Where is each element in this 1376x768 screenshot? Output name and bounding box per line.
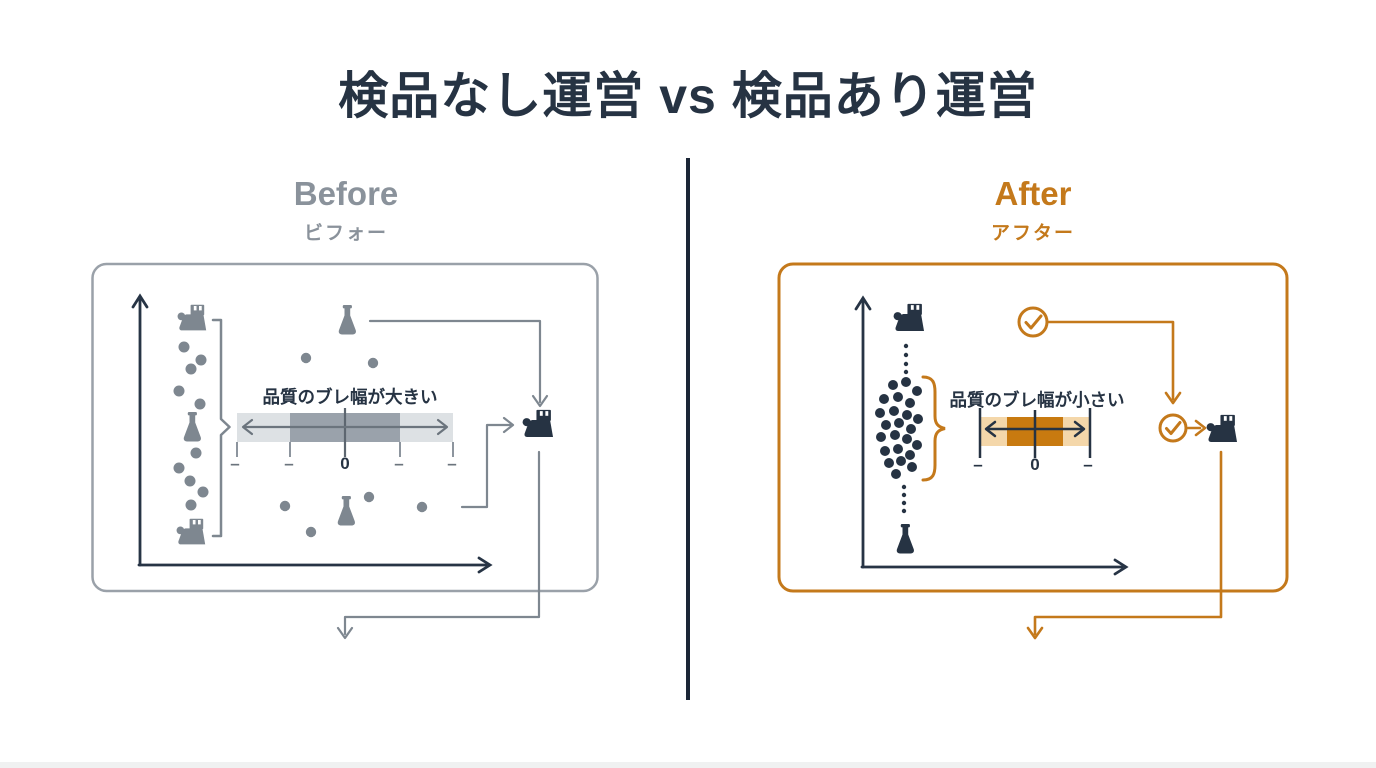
arrowhead-down-icon [531, 394, 549, 408]
flow-top-to-factory [368, 319, 542, 404]
tick-label: – [447, 454, 456, 473]
factory-icon [177, 304, 207, 331]
flask-icon [896, 524, 914, 554]
before-heading: Before [293, 175, 399, 212]
page-title: 検品なし運営 vs 検品あり運営 [338, 68, 1038, 124]
flask-icon [183, 412, 201, 442]
arrowhead-down-icon [1164, 391, 1182, 405]
flow-bottom-to-factory [460, 423, 512, 509]
before-flow-lines [336, 319, 549, 640]
arrowhead-down-icon [1026, 626, 1044, 640]
after-heading: After [994, 175, 1072, 212]
flow-factory-exit [343, 450, 541, 636]
after-flow-lines [1026, 320, 1223, 640]
brace-icon [921, 375, 946, 482]
arrowhead-right-icon [1194, 419, 1207, 437]
before-frame [91, 262, 599, 593]
before-band-label: 品質のブレ幅が大きい [263, 387, 438, 407]
tick-label: – [394, 454, 403, 473]
before-axes [131, 293, 493, 574]
flask-icon [337, 496, 355, 526]
before-band-tick-labels: – – 0 – – [230, 454, 456, 473]
tick-label: – [284, 454, 293, 473]
before-heading-ja: ビフォー [303, 223, 388, 245]
factory-icon [1206, 414, 1238, 443]
arrowhead-down-icon [336, 626, 354, 640]
center-divider [686, 158, 690, 700]
check-icon [1158, 413, 1188, 443]
band-range-arrow [984, 420, 1086, 438]
flow-check-to-check [1045, 320, 1175, 401]
tick-label: 0 [1030, 455, 1039, 474]
before-header: Before ビフォー [92, 175, 600, 245]
before-destination [522, 409, 554, 438]
band-ticks [978, 408, 1092, 458]
after-distribution-band [978, 408, 1092, 458]
band-ticks [236, 442, 454, 457]
after-frame [777, 262, 1289, 593]
before-distribution-band [236, 408, 454, 457]
factory-icon [522, 409, 554, 438]
after-header: After アフター [778, 175, 1288, 245]
after-axes [854, 295, 1129, 576]
after-destination [1206, 414, 1238, 443]
after-heading-ja: アフター [990, 223, 1075, 245]
check-icon [1017, 306, 1049, 338]
arrowhead-right-icon [502, 416, 515, 434]
tick-label: 0 [340, 454, 349, 473]
scatter-dots-center [279, 352, 428, 538]
after-diagram: 品質のブレ幅が小さい – 0 – [777, 262, 1289, 640]
tight-dots-cluster [875, 377, 923, 479]
factory-icon [893, 303, 925, 332]
before-diagram: 品質のブレ幅が大きい – – 0 – – [91, 262, 599, 640]
tick-label: – [230, 454, 239, 473]
after-band-tick-labels: – 0 – [973, 455, 1092, 474]
dotted-stream [901, 343, 909, 514]
scatter-dots-column [173, 341, 209, 511]
tick-label: – [973, 455, 982, 474]
after-band-label: 品質のブレ幅が小さい [950, 390, 1125, 410]
bottom-edge [0, 762, 1376, 768]
band-range-arrow [241, 418, 449, 436]
factory-icon [176, 518, 206, 545]
flow-factory-exit [1033, 450, 1223, 636]
brace-icon [211, 318, 231, 538]
tick-label: – [1083, 455, 1092, 474]
flask-icon [338, 305, 356, 335]
